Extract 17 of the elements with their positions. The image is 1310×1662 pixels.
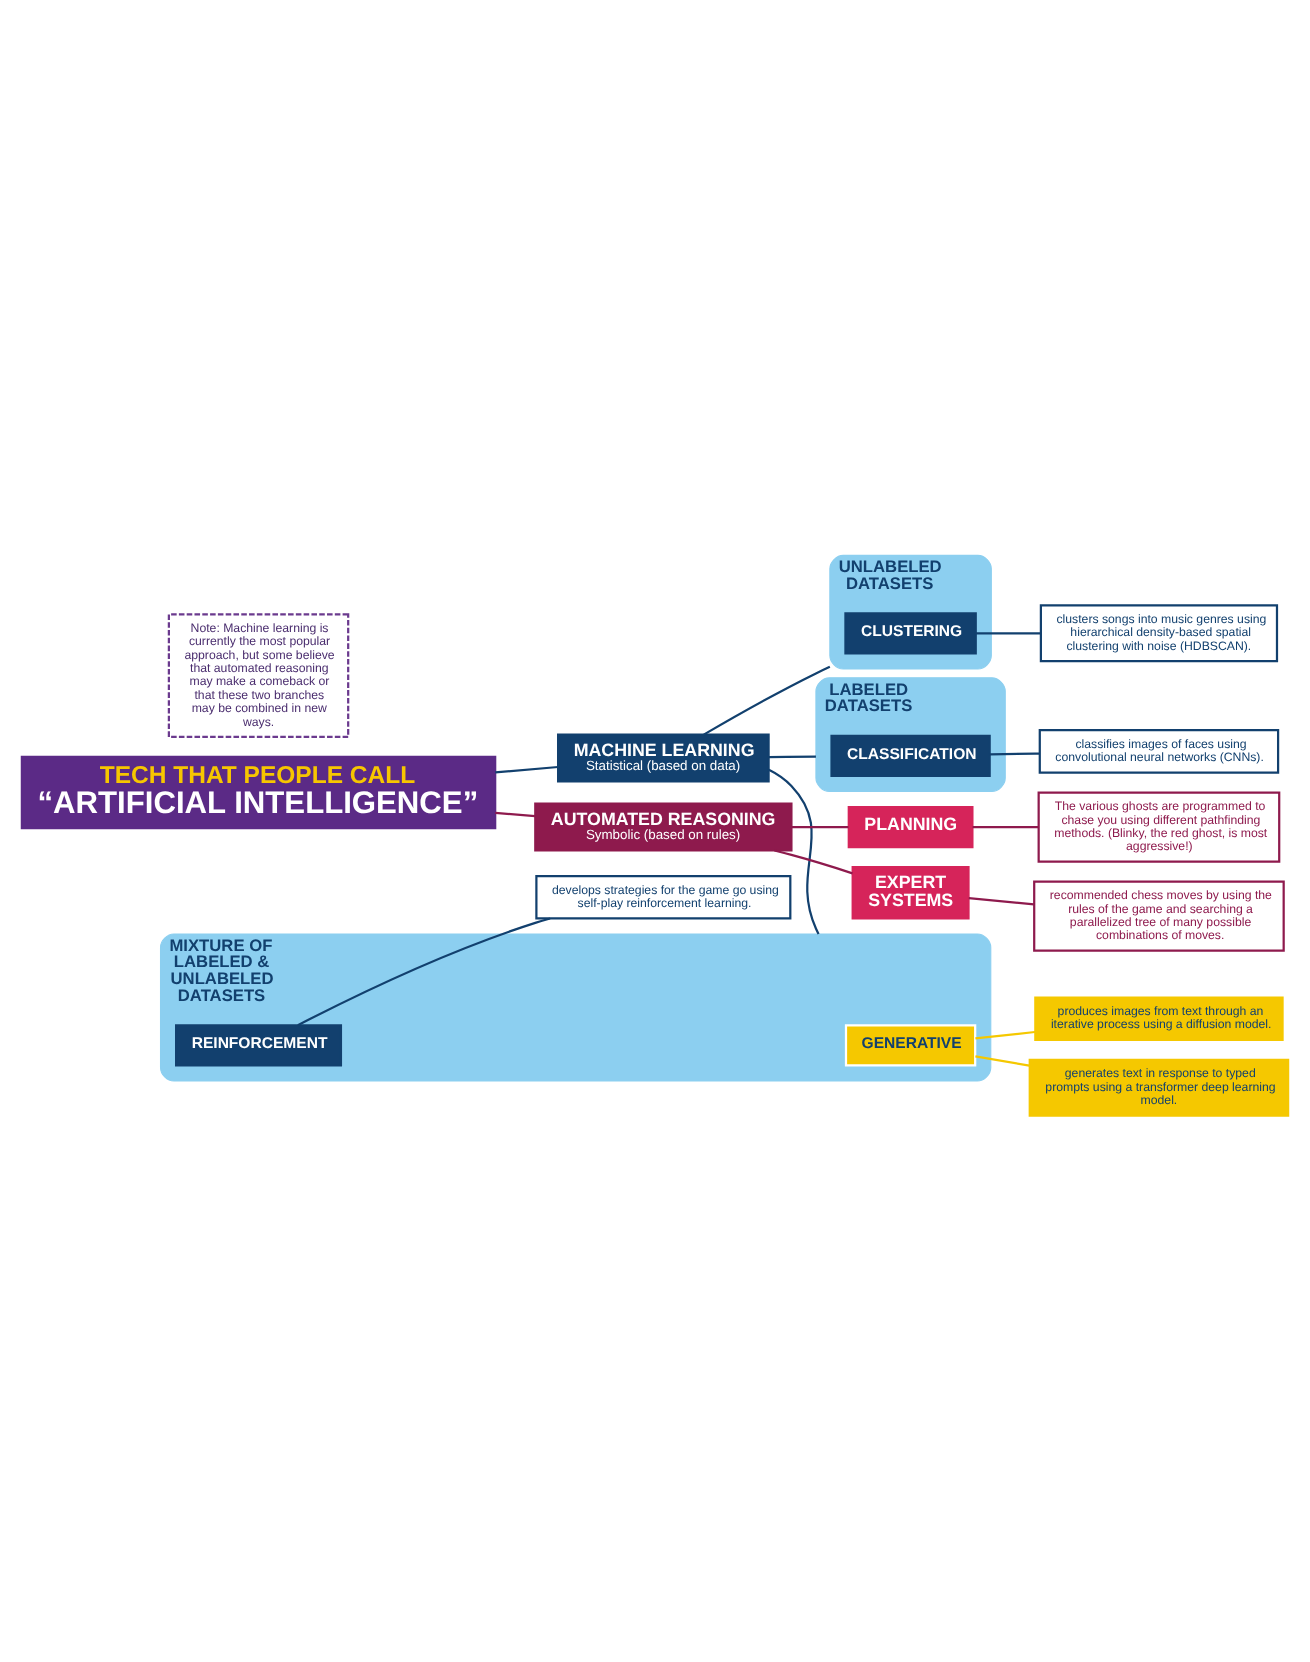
connector [968, 897, 1035, 906]
connector [972, 826, 1039, 829]
connector [703, 665, 831, 736]
connector [768, 768, 820, 935]
connector [495, 765, 559, 774]
connector [768, 755, 816, 759]
node-box: TECH THAT PEOPLE CALL “ARTIFICIAL INTELLIGENCE” [20, 755, 497, 830]
node-box: EXPERT SYSTEMS [851, 866, 970, 920]
connector [976, 632, 1041, 635]
connector [774, 849, 853, 875]
connector [975, 1030, 1036, 1040]
connector [791, 826, 849, 829]
connector [297, 917, 551, 1027]
connector [495, 811, 536, 818]
connector [989, 752, 1040, 756]
connector [975, 1055, 1030, 1067]
node-box: PLANNING [847, 805, 974, 849]
